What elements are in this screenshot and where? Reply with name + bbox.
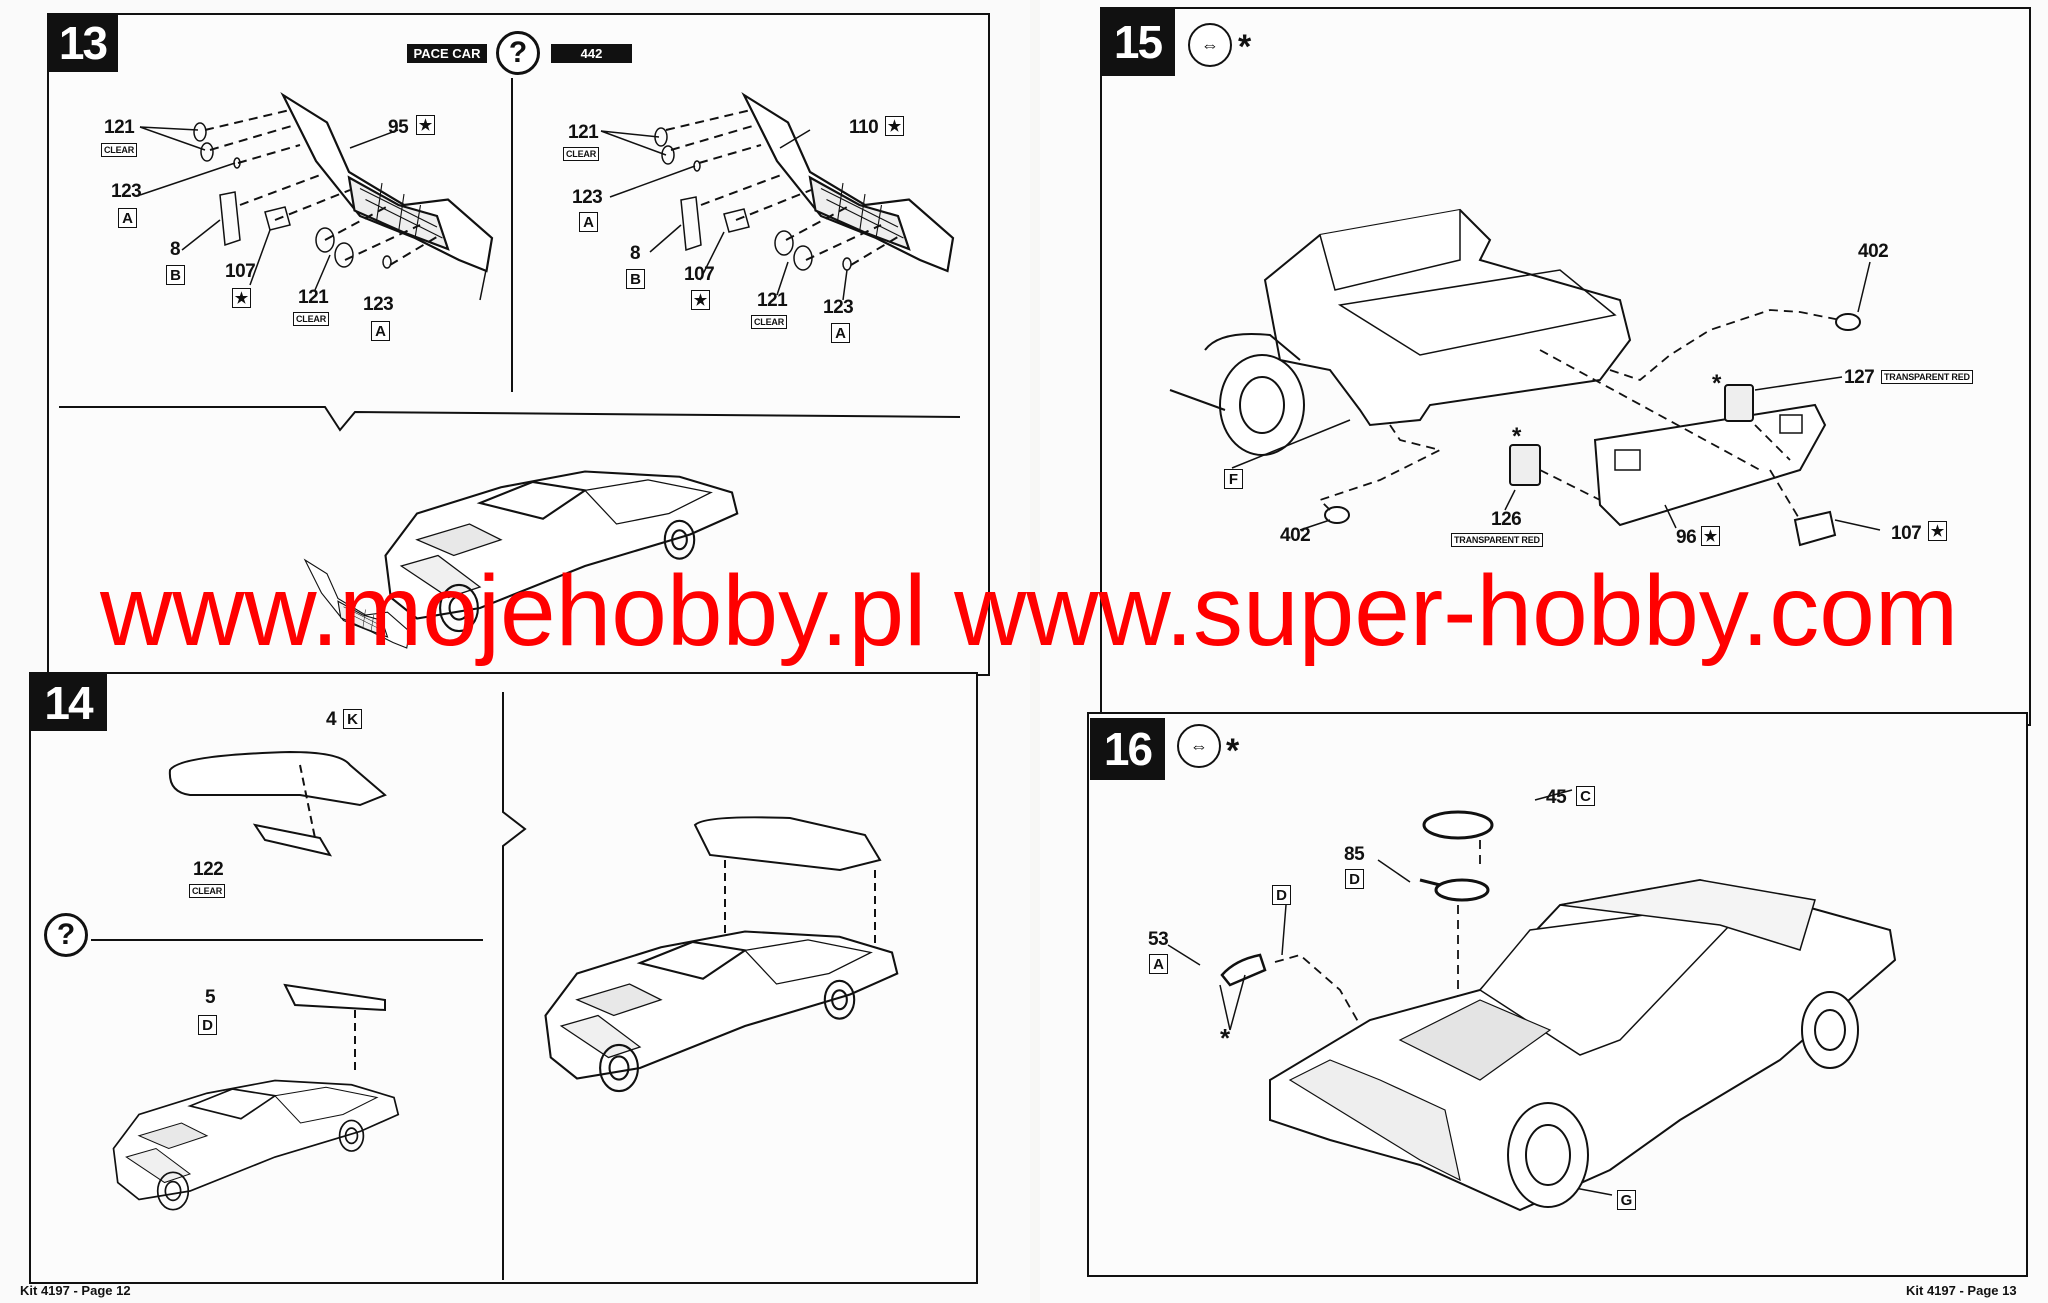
asterisk-icon: * xyxy=(1238,28,1252,66)
part-402: 402 xyxy=(1858,241,1889,262)
footer-page-13: Kit 4197 - Page 13 xyxy=(1906,1283,2017,1298)
part-123: 123 xyxy=(363,294,394,315)
transparent-red-tag: TRANSPARENT RED xyxy=(1451,533,1543,547)
part-8: 8 xyxy=(170,239,181,260)
part-126: 126 xyxy=(1491,509,1522,530)
asterisk-icon: * xyxy=(1220,1023,1231,1053)
part-107: 107 xyxy=(225,261,256,282)
step-14-number: 14 xyxy=(29,674,107,731)
clear-tag: CLEAR xyxy=(751,315,787,329)
transparent-red-tag: TRANSPARENT RED xyxy=(1881,370,1973,384)
part-107: 107 xyxy=(684,264,715,285)
chrome-star-icon: ★ xyxy=(691,290,710,310)
sprue-a: A xyxy=(118,208,137,228)
part-53: 53 xyxy=(1148,929,1169,950)
part-402: 402 xyxy=(1280,525,1311,546)
question-icon: ? xyxy=(496,31,540,75)
sprue-d: D xyxy=(1345,869,1364,889)
part-121: 121 xyxy=(104,117,135,138)
both-sides-icon: ⇔ xyxy=(1188,23,1232,67)
chrome-star-icon: ★ xyxy=(885,116,904,136)
part-127: 127 xyxy=(1844,367,1875,388)
part-5: 5 xyxy=(205,987,216,1008)
part-4: 4 xyxy=(326,709,337,730)
step-13-number: 13 xyxy=(47,13,118,72)
sprue-a: A xyxy=(371,321,390,341)
chrome-star-icon: ★ xyxy=(232,288,251,308)
part-45: 45 xyxy=(1546,787,1567,808)
chrome-star-icon: ★ xyxy=(1928,521,1947,541)
sprue-c: C xyxy=(1576,786,1595,806)
part-8: 8 xyxy=(630,243,641,264)
part-123: 123 xyxy=(572,187,603,208)
clear-tag: CLEAR xyxy=(293,312,329,326)
question-icon: ? xyxy=(44,913,88,957)
sprue-b: B xyxy=(166,265,185,285)
sprue-f: F xyxy=(1224,469,1243,489)
sprue-a: A xyxy=(1149,954,1168,974)
asterisk-icon: * xyxy=(1226,732,1240,770)
sprue-d: D xyxy=(198,1015,217,1035)
442-variant-label: 442 xyxy=(551,44,632,63)
part-107: 107 xyxy=(1891,523,1922,544)
part-85: 85 xyxy=(1344,844,1365,865)
part-110: 110 xyxy=(849,117,879,138)
pace-car-variant-label: PACE CAR xyxy=(407,44,487,63)
watermark-text: www.mojehobby.pl www.super-hobby.com xyxy=(100,555,1959,667)
sprue-a: A xyxy=(579,212,598,232)
step-15-number: 15 xyxy=(1100,7,1175,76)
sprue-b: B xyxy=(626,269,645,289)
step-16-number: 16 xyxy=(1090,718,1165,780)
asterisk-icon: * xyxy=(1712,370,1722,397)
sprue-g: G xyxy=(1617,1190,1636,1210)
part-95: 95 xyxy=(388,117,409,138)
part-121: 121 xyxy=(298,287,329,308)
sprue-d: D xyxy=(1272,885,1291,905)
part-123: 123 xyxy=(823,297,854,318)
clear-tag: CLEAR xyxy=(563,147,599,161)
footer-page-12: Kit 4197 - Page 12 xyxy=(20,1283,131,1298)
sprue-k: K xyxy=(343,709,362,729)
part-121: 121 xyxy=(757,290,788,311)
clear-tag: CLEAR xyxy=(101,143,137,157)
part-96: 96 xyxy=(1676,527,1697,548)
sprue-a: A xyxy=(831,323,850,343)
chrome-star-icon: ★ xyxy=(1701,526,1720,546)
asterisk-icon: * xyxy=(1512,423,1522,450)
part-121: 121 xyxy=(568,122,599,143)
both-sides-icon: ⇔ xyxy=(1177,724,1221,768)
chrome-star-icon: ★ xyxy=(416,115,435,135)
part-122: 122 xyxy=(193,859,224,880)
clear-tag: CLEAR xyxy=(189,884,225,898)
part-123: 123 xyxy=(111,181,142,202)
